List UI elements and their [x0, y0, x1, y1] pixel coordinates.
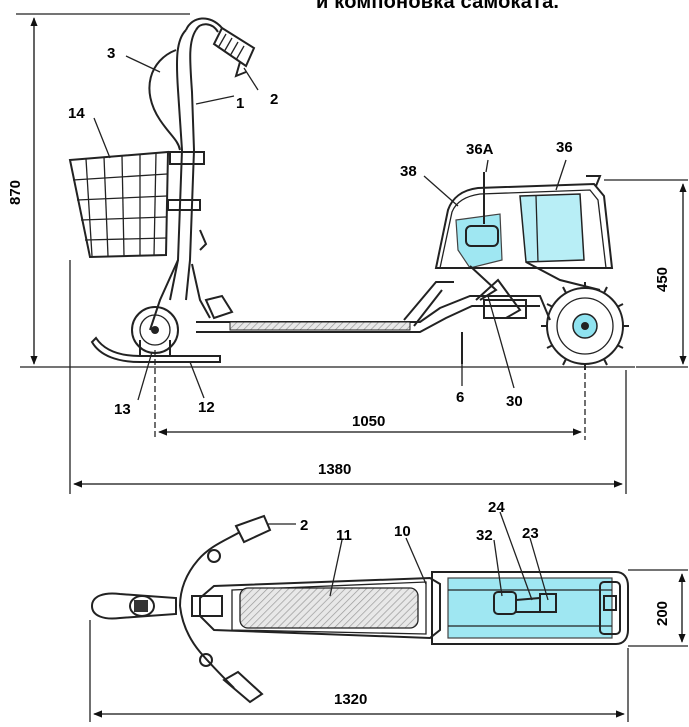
dimension-200: 200	[628, 569, 688, 647]
dimension-200-label: 200	[654, 601, 671, 626]
part-label-1: 1	[236, 95, 244, 112]
rear-wheel	[541, 282, 629, 370]
dimension-1050-label: 1050	[352, 413, 385, 430]
diagram-title: и компоновка самоката.	[316, 0, 560, 13]
top-ski	[90, 592, 177, 620]
leader-lines	[93, 55, 567, 401]
part-label-13: 13	[114, 401, 131, 418]
part-label-24: 24	[488, 499, 505, 516]
dimension-1320-label: 1320	[334, 691, 367, 708]
part-label-3: 3	[107, 45, 115, 62]
side-view: 3 1 2 14 13 12 6 30 38 36A 36 870 450 10…	[7, 13, 688, 494]
part-label-10: 10	[394, 523, 411, 540]
dimension-1380: 1380	[69, 260, 627, 494]
dimension-870: 870	[7, 13, 190, 365]
front-ski	[90, 306, 221, 363]
top-deck	[199, 576, 441, 640]
part-label-2-top: 2	[300, 517, 308, 534]
basket	[68, 150, 170, 259]
part-label-23: 23	[522, 525, 539, 542]
part-label-38: 38	[400, 163, 417, 180]
dimension-1050: 1050	[154, 350, 586, 440]
dimension-450-label: 450	[654, 267, 671, 292]
dimension-1320: 1320	[89, 620, 629, 722]
dimension-450: 450	[604, 179, 688, 368]
part-label-36a: 36A	[466, 141, 494, 158]
top-engine	[431, 571, 629, 645]
part-label-2: 2	[270, 91, 278, 108]
part-label-36: 36	[556, 139, 573, 156]
deck-frame	[196, 278, 551, 364]
engine-hood	[434, 172, 614, 301]
top-view: 2 11 10 32 24 23 200 1320	[89, 499, 688, 722]
dimension-870-label: 870	[7, 180, 24, 205]
part-label-14: 14	[68, 105, 85, 122]
part-label-11: 11	[336, 527, 352, 544]
part-label-6: 6	[456, 389, 464, 406]
part-label-30: 30	[506, 393, 523, 410]
part-label-12: 12	[198, 399, 215, 416]
top-handlebar	[179, 514, 272, 704]
steering-column	[148, 17, 256, 331]
part-label-32: 32	[476, 527, 493, 544]
dimension-1380-label: 1380	[318, 461, 351, 478]
